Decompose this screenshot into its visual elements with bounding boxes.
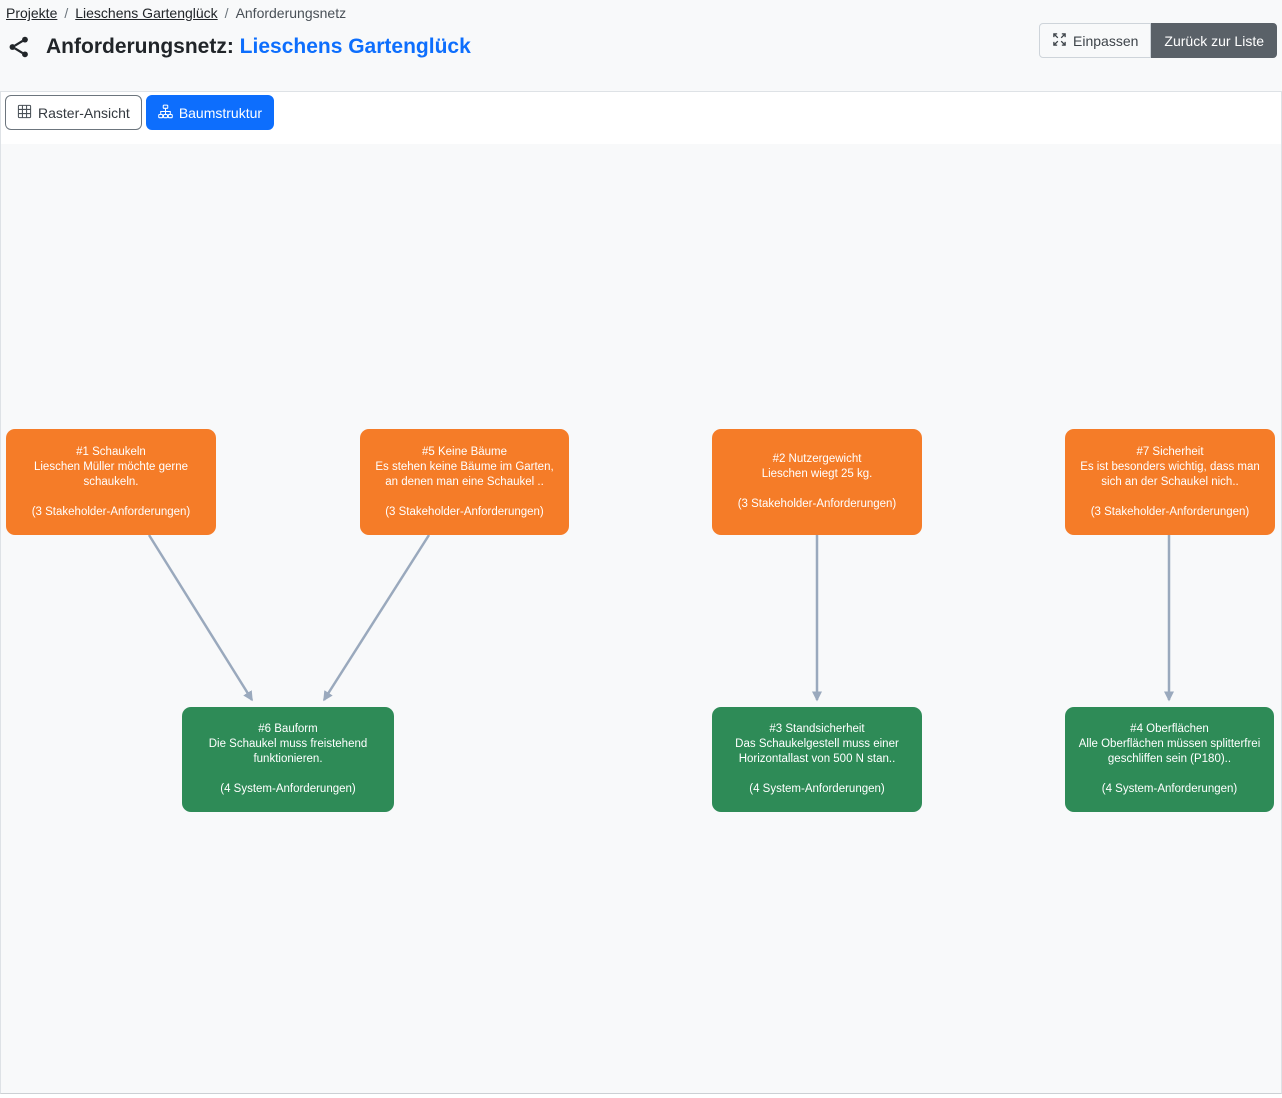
header-actions: Einpassen Zurück zur Liste [1039,23,1277,58]
node-description: Lieschen wiegt 25 kg. [761,468,873,480]
graph-node-5[interactable]: #5 Keine Bäume Es stehen keine Bäume im G… [360,429,569,535]
title-row: Anforderungsnetz: Lieschens Gartenglück [0,21,1282,60]
fit-view-button[interactable]: Einpassen [1039,23,1152,58]
fullscreen-arrows-icon [1052,32,1067,49]
share-network-icon [6,34,32,60]
breadcrumb-link-project[interactable]: Lieschens Gartenglück [75,5,218,21]
content-card: Raster-Ansicht Baumstruktur [0,92,1282,1094]
breadcrumb: Projekte / Lieschens Gartenglück / Anfor… [0,0,1282,21]
page-header: Projekte / Lieschens Gartenglück / Anfor… [0,0,1282,92]
node-count-label: (3 Stakeholder-Anforderungen) [1090,505,1250,518]
tree-view-button-label: Baumstruktur [178,104,263,121]
grid-view-button-label: Raster-Ansicht [38,104,130,121]
grid-view-button[interactable]: Raster-Ansicht [5,95,142,130]
tree-view-button[interactable]: Baumstruktur [145,95,275,130]
back-to-list-button-label: Zurück zur Liste [1164,32,1264,49]
breadcrumb-current: Anforderungsnetz [235,5,347,21]
graph-edge-5-to-6 [322,534,431,702]
node-count-label: (3 Stakeholder-Anforderungen) [737,498,897,510]
node-count-label: (3 Stakeholder-Anforderungen) [31,505,191,518]
breadcrumb-separator: / [64,5,69,21]
node-description: Alle Oberflächen müssen splitterfrei ges… [1078,738,1261,765]
node-title: #3 Standsicherheit [769,723,865,735]
node-description: Lieschen Müller möchte gerne schaukeln. [33,460,189,488]
node-title: #2 Nutzergewicht [772,453,862,465]
node-title: #4 Oberflächen [1130,723,1209,735]
page-title-project-name: Lieschens Gartenglück [239,35,471,58]
breadcrumb-separator: / [224,5,229,21]
node-title: #7 Sicherheit [1136,445,1204,458]
node-description: Es ist besonders wichtig, dass man sich … [1080,460,1260,488]
graph-edges-layer [147,534,1174,702]
node-count-label: (4 System-Anforderungen) [749,783,885,795]
back-to-list-button[interactable]: Zurück zur Liste [1151,23,1277,58]
page-title: Anforderungsnetz: Lieschens Gartenglück [46,35,471,58]
breadcrumb-link-projekte[interactable]: Projekte [6,5,58,21]
grid-icon [17,104,32,121]
node-count-label: (4 System-Anforderungen) [1101,783,1238,795]
node-title: #1 Schaukeln [76,445,146,458]
node-count-label: (3 Stakeholder-Anforderungen) [385,505,544,518]
graph-node-7[interactable]: #7 Sicherheit Es ist besonders wichtig, d… [1065,429,1275,535]
fit-view-button-label: Einpassen [1073,32,1139,49]
node-count-label: (4 System-Anforderungen) [220,783,356,795]
node-description: Es stehen keine Bäume im Garten, an dene… [375,460,554,488]
node-description: Das Schaukelgestell muss einer Horizonta… [735,738,899,765]
node-description: Die Schaukel muss freistehend funktionie… [208,738,368,765]
view-toolbar: Raster-Ansicht Baumstruktur [1,92,1281,130]
tree-diagram-icon [158,104,173,121]
graph-edge-1-to-6 [147,534,254,702]
node-title: #6 Bauform [258,723,318,735]
node-title: #5 Keine Bäume [421,445,508,458]
